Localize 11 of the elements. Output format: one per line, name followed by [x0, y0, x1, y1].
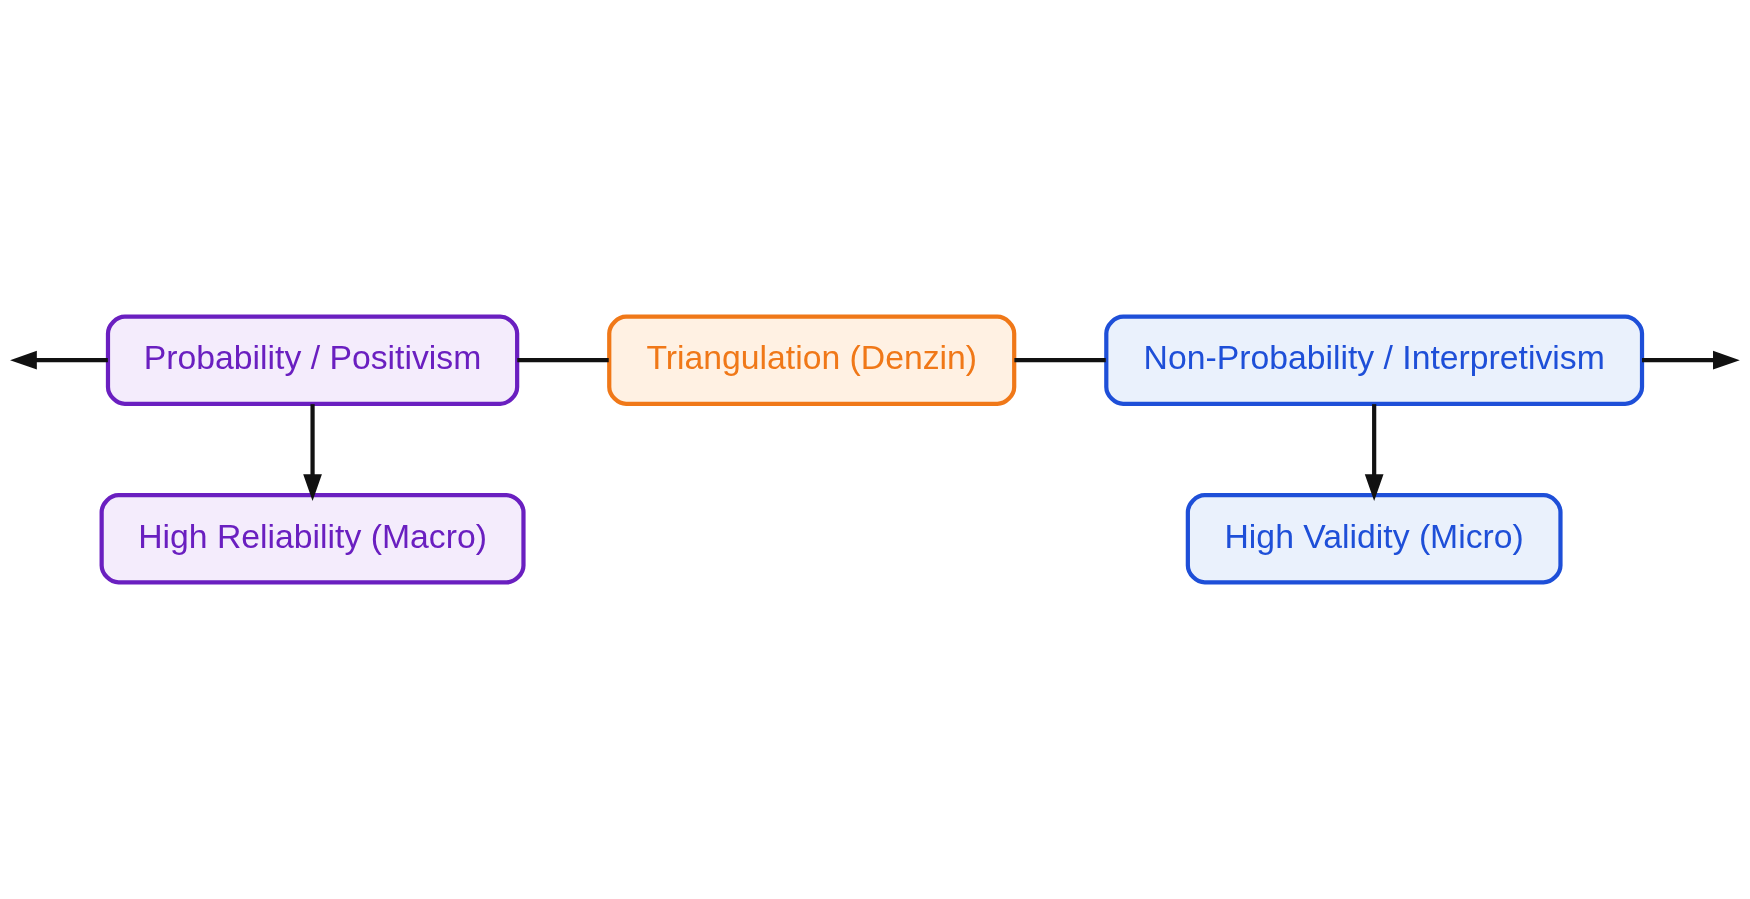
arrow	[1364, 404, 1384, 501]
node-box: High Validity (Micro)	[1185, 493, 1563, 585]
arrow	[10, 350, 108, 370]
node-box: High Reliability (Macro)	[99, 493, 526, 585]
connector	[517, 358, 609, 363]
connector	[1014, 358, 1106, 363]
node-box: Non-Probability / Interpretivism	[1104, 314, 1645, 406]
node-box: Probability / Positivism	[105, 314, 520, 406]
arrow	[1642, 350, 1740, 370]
arrow	[303, 404, 322, 501]
node-box: Triangulation (Denzin)	[607, 314, 1017, 406]
